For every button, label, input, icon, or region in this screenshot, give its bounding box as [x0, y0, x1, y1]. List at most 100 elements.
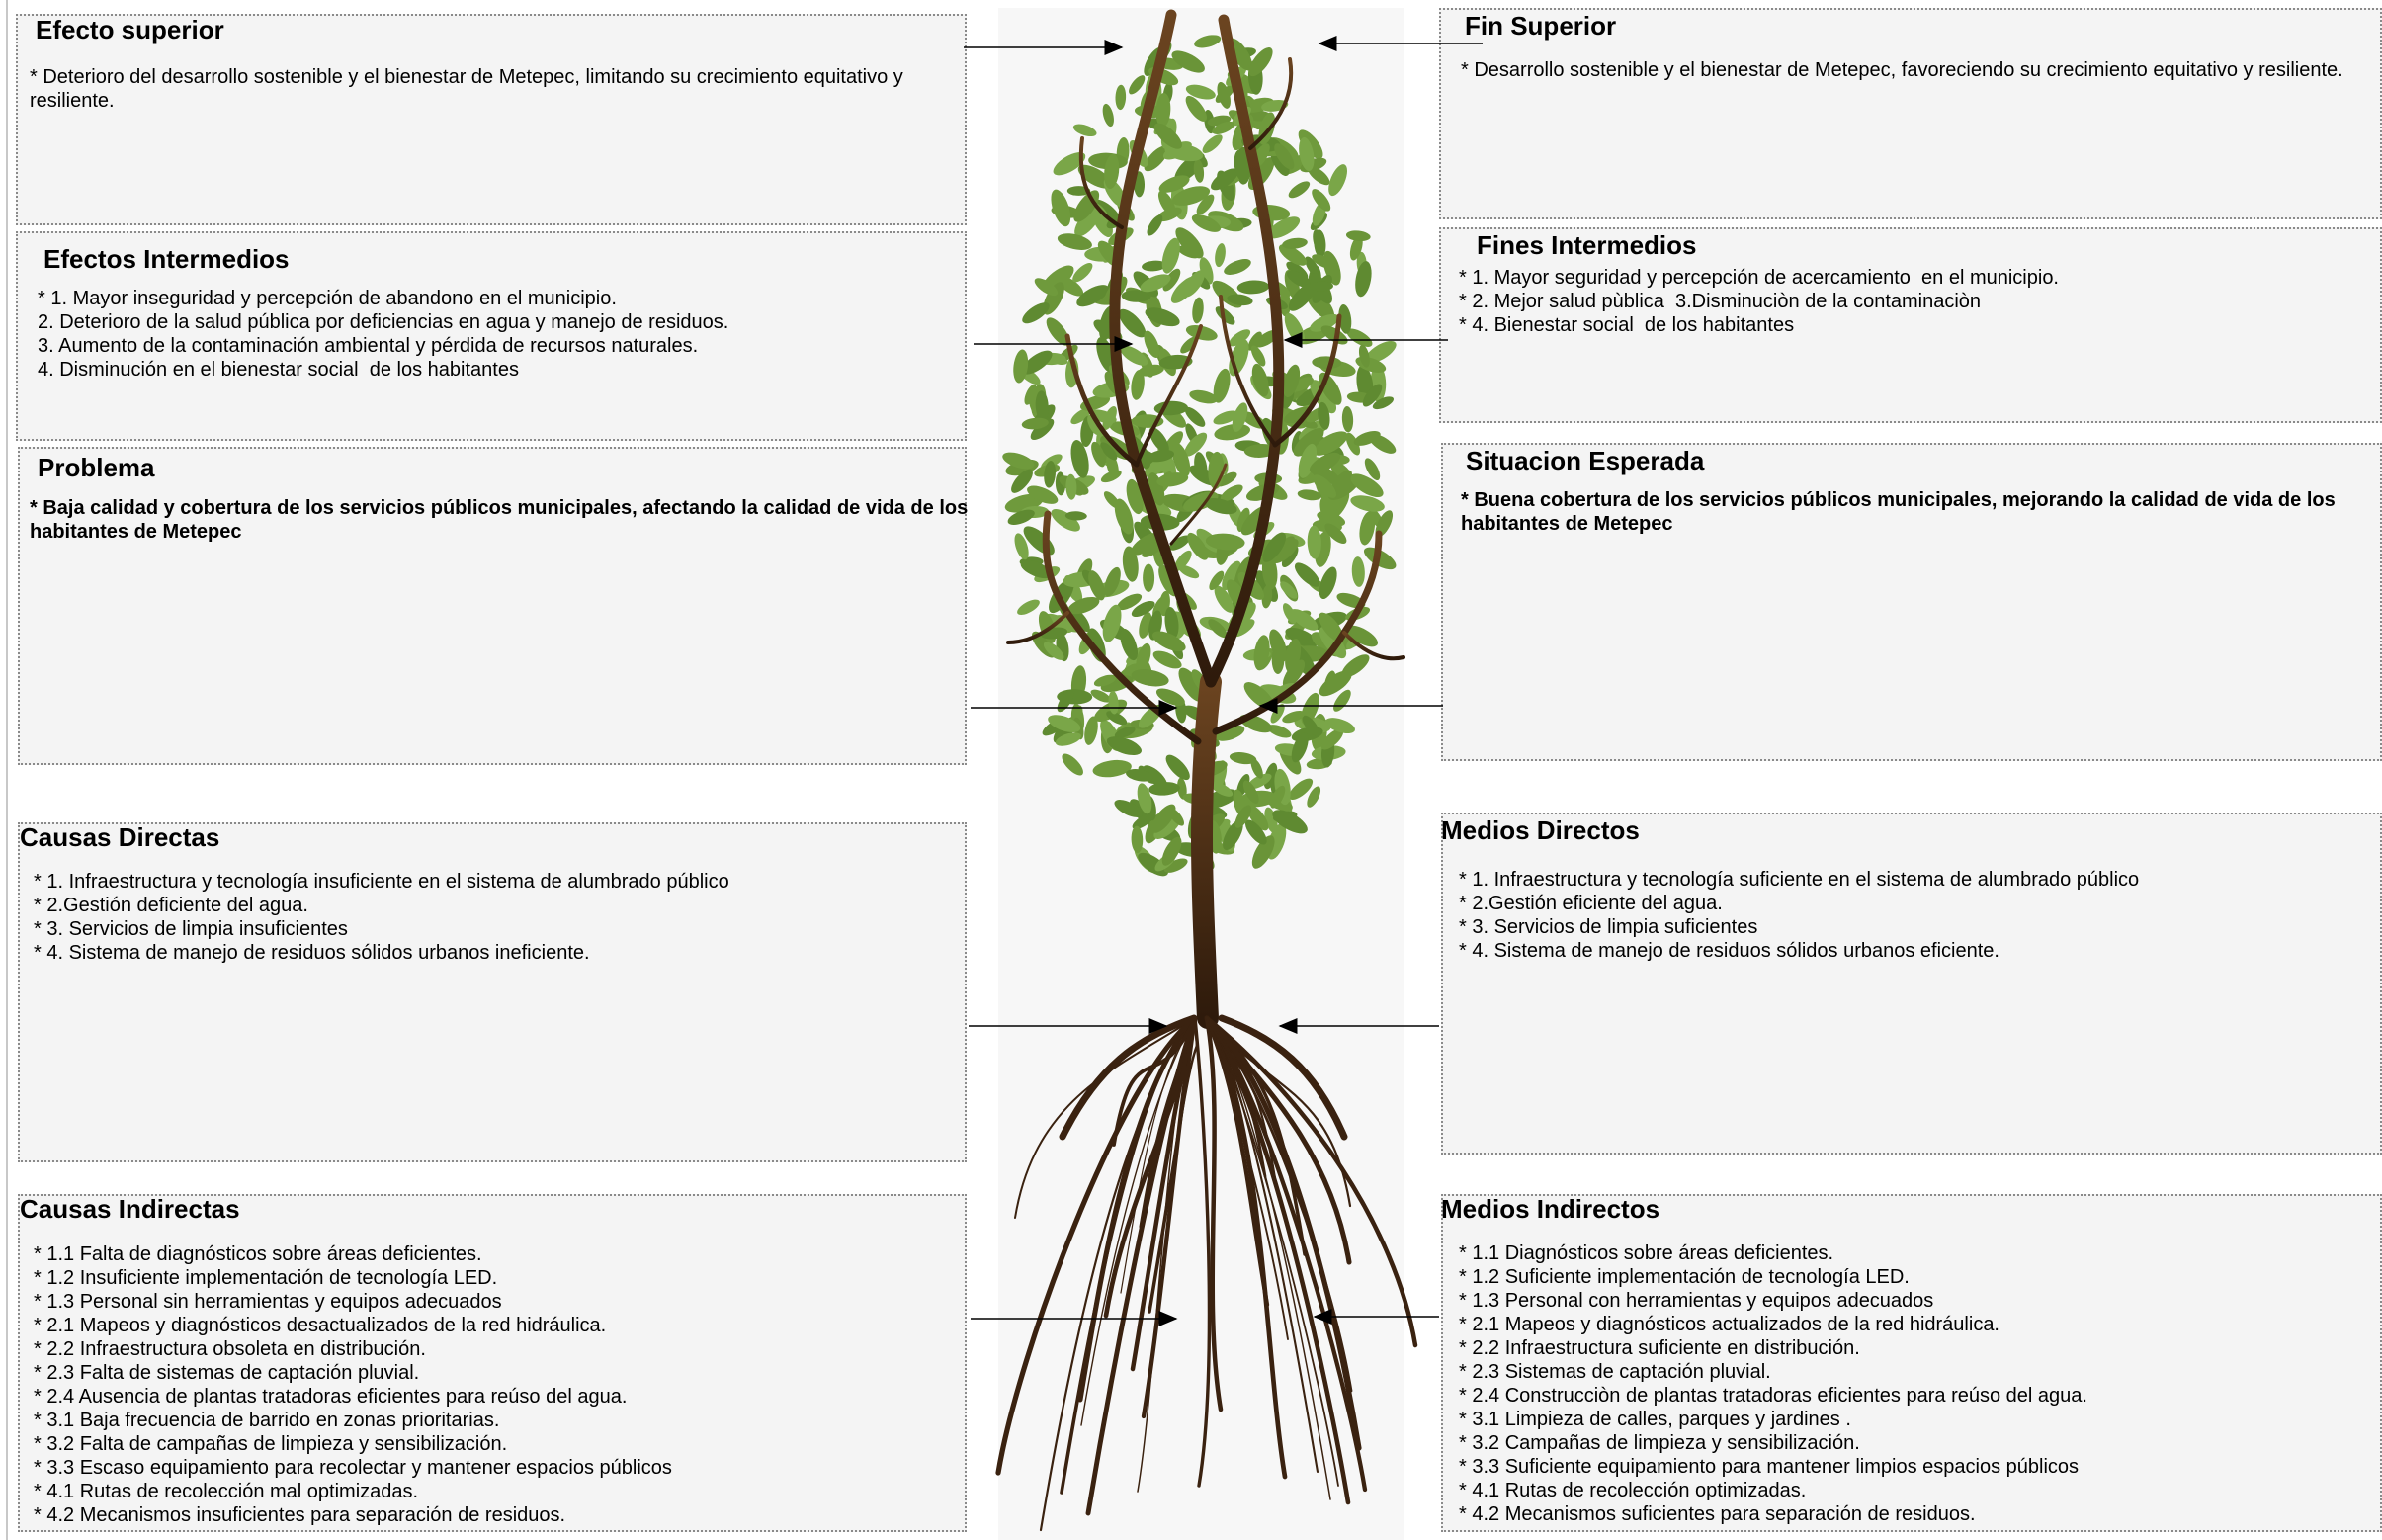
- leaf: [1090, 689, 1112, 703]
- list-item: * 3.1 Limpieza de calles, parques y jard…: [1459, 1409, 1851, 1430]
- list-item: * 4. Sistema de manejo de residuos sólid…: [34, 942, 590, 964]
- leaf: [1102, 406, 1117, 430]
- leaf: [1291, 732, 1309, 763]
- list-item: * 4.1 Rutas de recolección mal optimizad…: [34, 1481, 419, 1502]
- leaf: [1017, 599, 1040, 616]
- leaf: [1131, 369, 1145, 400]
- leaf: [1338, 303, 1352, 334]
- text-line: * Baja calidad y cobertura de los servic…: [30, 497, 969, 543]
- leaf: [1307, 525, 1321, 559]
- leaf: [1185, 84, 1216, 100]
- leaf: [1310, 281, 1333, 292]
- leaf: [1161, 237, 1180, 274]
- tree-roots: [995, 1014, 1418, 1532]
- leaf: [1076, 285, 1109, 307]
- list-item: * 2.3 Falta de sistemas de captación plu…: [34, 1362, 420, 1384]
- list-item: * 1.1 Falta de diagnósticos sobre áreas …: [34, 1243, 482, 1265]
- panel-medios-directos: [1441, 813, 2382, 1155]
- leaf: [1313, 229, 1323, 252]
- leaf: [1044, 460, 1057, 488]
- leaf: [1318, 401, 1330, 430]
- root: [1204, 1015, 1224, 1412]
- leaf: [1290, 609, 1319, 631]
- list-item: 4. Disminución en el bienestar social de…: [38, 359, 519, 381]
- leaf: [1021, 417, 1049, 430]
- leaf: [1091, 441, 1106, 468]
- leaf: [1278, 244, 1308, 266]
- leaf: [1180, 336, 1199, 354]
- leaf: [1072, 263, 1093, 283]
- leaf: [1365, 340, 1397, 364]
- leaf: [1106, 711, 1128, 726]
- leaf: [1065, 473, 1077, 500]
- leaf: [1216, 471, 1237, 487]
- leaf: [1035, 390, 1049, 422]
- list-item: 2. Deterioro de la salud pública por def…: [38, 311, 729, 333]
- leaf: [1106, 736, 1142, 756]
- leaf: [1267, 725, 1292, 738]
- leaf: [1272, 810, 1308, 834]
- panel-efecto-superior: [16, 14, 967, 225]
- leaf: [1217, 81, 1231, 109]
- leaf: [1155, 688, 1185, 706]
- list-item: 3. Aumento de la contaminación ambiental…: [38, 335, 699, 357]
- leaf: [1126, 769, 1153, 782]
- text-problema: * Baja calidad y cobertura de los servic…: [30, 496, 969, 544]
- branch: [1212, 530, 1383, 735]
- leaf: [1341, 654, 1370, 678]
- leaf: [1002, 452, 1035, 470]
- leaf: [1114, 498, 1134, 535]
- leaf: [1220, 484, 1243, 502]
- list-fines-intermedios: * 1. Mayor seguridad y percepción de ace…: [1459, 266, 2368, 337]
- list-item: * 1.3 Personal sin herramientas y equipo…: [34, 1291, 502, 1313]
- leaf: [1319, 612, 1344, 642]
- leaf: [1267, 216, 1301, 239]
- leaf: [1247, 331, 1262, 351]
- leaf: [1224, 259, 1251, 275]
- leaf: [1020, 559, 1053, 579]
- leaf: [1184, 432, 1208, 457]
- leaf: [1247, 773, 1272, 790]
- leaf: [1067, 596, 1100, 615]
- leaf: [1100, 442, 1118, 461]
- text-situacion-esperada: * Buena cobertura de los servicios públi…: [1461, 488, 2372, 536]
- leaf: [1027, 485, 1059, 504]
- root: [1204, 1015, 1288, 1480]
- list-medios-indirectos: * 1.1 Diagnósticos sobre áreas deficient…: [1459, 1241, 2368, 1526]
- leaf: [1185, 325, 1218, 341]
- leaf: [1285, 638, 1302, 673]
- leaf: [1151, 631, 1186, 652]
- leaf: [1158, 175, 1190, 193]
- list-medios-directos: * 1. Infraestructura y tecnología sufici…: [1459, 868, 2368, 963]
- leaf: [1077, 164, 1113, 189]
- leaf: [1346, 328, 1373, 347]
- leaf: [1211, 781, 1234, 797]
- root: [1080, 1017, 1196, 1426]
- leaf: [1328, 164, 1348, 197]
- leaf: [1171, 50, 1205, 73]
- title-fines-intermedios: Fines Intermedios: [1477, 230, 1697, 260]
- leaf: [1320, 728, 1344, 750]
- list-item: * 2.2 Infraestructura obsoleta en distri…: [34, 1338, 426, 1360]
- leaf: [1104, 153, 1120, 190]
- leaf: [1131, 600, 1155, 618]
- title-causas-directas: Causas Directas: [20, 822, 220, 852]
- leaf: [1185, 95, 1207, 122]
- branch: [1078, 136, 1124, 229]
- leaf: [1351, 556, 1365, 587]
- leaf: [1168, 535, 1191, 551]
- leaf: [1144, 456, 1170, 477]
- list-item: * 2. Mejor salud pùblica 3.Disminuciòn d…: [1459, 291, 1982, 312]
- leaf: [1282, 237, 1308, 249]
- leaf: [1102, 604, 1122, 642]
- leaf: [1362, 384, 1383, 407]
- leaf: [1350, 495, 1385, 512]
- list-efectos-intermedios: * 1. Mayor inseguridad y percepción de a…: [38, 287, 957, 382]
- title-situacion-esperada: Situacion Esperada: [1466, 446, 1705, 475]
- tree-branches: [1006, 9, 1405, 1029]
- leaf: [1192, 297, 1204, 324]
- leaf: [1202, 134, 1223, 153]
- leaf: [1298, 443, 1318, 478]
- leaf: [1288, 181, 1311, 199]
- root: [1206, 1017, 1289, 1340]
